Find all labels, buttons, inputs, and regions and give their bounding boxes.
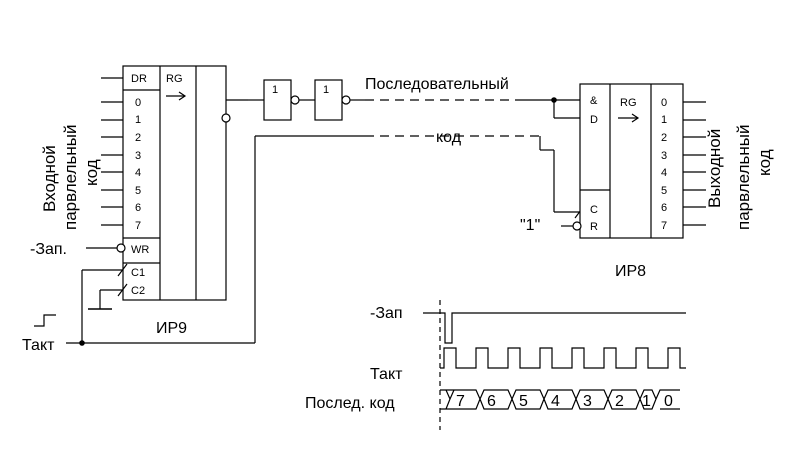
serial-bit-4: 4: [551, 393, 560, 410]
clock-signal-label: Такт: [22, 337, 55, 354]
ir8-r-label: R: [590, 221, 598, 233]
ir9-outputs: [221, 99, 248, 123]
serial-code-label-2: код: [436, 129, 462, 146]
ir8-output-7: 7: [661, 220, 667, 232]
write-signal-label: -Зап.: [30, 241, 67, 258]
write-waveform: [423, 312, 686, 344]
ir8-and-label: &: [590, 95, 598, 107]
serial-bit-2: 2: [615, 393, 624, 410]
serial-bit-3: 3: [583, 393, 592, 410]
ir9-input-3: 3: [135, 150, 141, 162]
ir9-input-4: 4: [135, 167, 141, 179]
buffer-gates: 1 1: [248, 79, 580, 121]
ir8-d-label: D: [590, 114, 598, 126]
ir9-name-label: ИР9: [156, 320, 187, 337]
ir8-rg-label: RG: [620, 97, 637, 109]
timing-write-label: -Зап: [370, 305, 403, 322]
serial-bit-0: 0: [664, 393, 673, 410]
gate-2-label: 1: [323, 84, 329, 96]
timing-serial-label: Послед. код: [305, 395, 395, 412]
ir9-c1-label: C1: [131, 267, 145, 279]
labels: Входной парвлельный код Выходной парвлел…: [22, 76, 774, 354]
serial-bit-7: 7: [456, 393, 465, 410]
output-label-line2: парвлельный: [734, 125, 753, 230]
ir8-c-label: C: [590, 204, 598, 216]
input-label-line3: код: [82, 159, 101, 186]
ir8-output-3: 3: [661, 150, 667, 162]
gate-1-label: 1: [272, 84, 278, 96]
ir8-output-6: 6: [661, 202, 667, 214]
serial-bit-1: 1: [642, 393, 651, 410]
output-label-line3: код: [755, 149, 774, 176]
ir9-input-2: 2: [135, 132, 141, 144]
ir9-wr-label: WR: [131, 244, 149, 256]
clock-waveform: [440, 347, 686, 369]
serial-bit-5: 5: [519, 393, 528, 410]
ir8-name-label: ИР8: [615, 263, 646, 280]
ir8-register: & D RG C R 0 1 2 3 4 5 6 7: [561, 83, 706, 239]
serial-code-label-1: Последовательный: [365, 76, 509, 93]
input-label-line1: Входной: [40, 145, 59, 212]
ir8-output-5: 5: [661, 185, 667, 197]
output-label-line1: Выходной: [705, 129, 724, 208]
ir9-input-6: 6: [135, 202, 141, 214]
timing-clock-label: Такт: [370, 366, 403, 383]
ir9-input-5: 5: [135, 185, 141, 197]
ir9-dr-label: DR: [131, 73, 147, 85]
ir8-output-4: 4: [661, 167, 667, 179]
ir9-input-7: 7: [135, 220, 141, 232]
ir9-input-1: 1: [135, 114, 141, 126]
ir9-rg-label: RG: [166, 73, 183, 85]
input-label-line2: парвлельный: [61, 125, 80, 230]
ir9-input-0: 0: [135, 97, 141, 109]
ir8-output-1: 1: [661, 114, 667, 126]
ir8-output-2: 2: [661, 132, 667, 144]
ir9-c2-label: C2: [131, 285, 145, 297]
one-constant-label: "1": [520, 217, 540, 234]
ir9-register: DR RG 0 1 2 3 4 5 6 7 WR C1 C2: [34, 65, 585, 346]
serial-waveform: [440, 389, 680, 410]
timing-diagram: -Зап Такт Послед. код 7 6 5 4 3 2 1 0: [305, 300, 686, 430]
serial-bit-6: 6: [487, 393, 496, 410]
ir8-output-0: 0: [661, 97, 667, 109]
